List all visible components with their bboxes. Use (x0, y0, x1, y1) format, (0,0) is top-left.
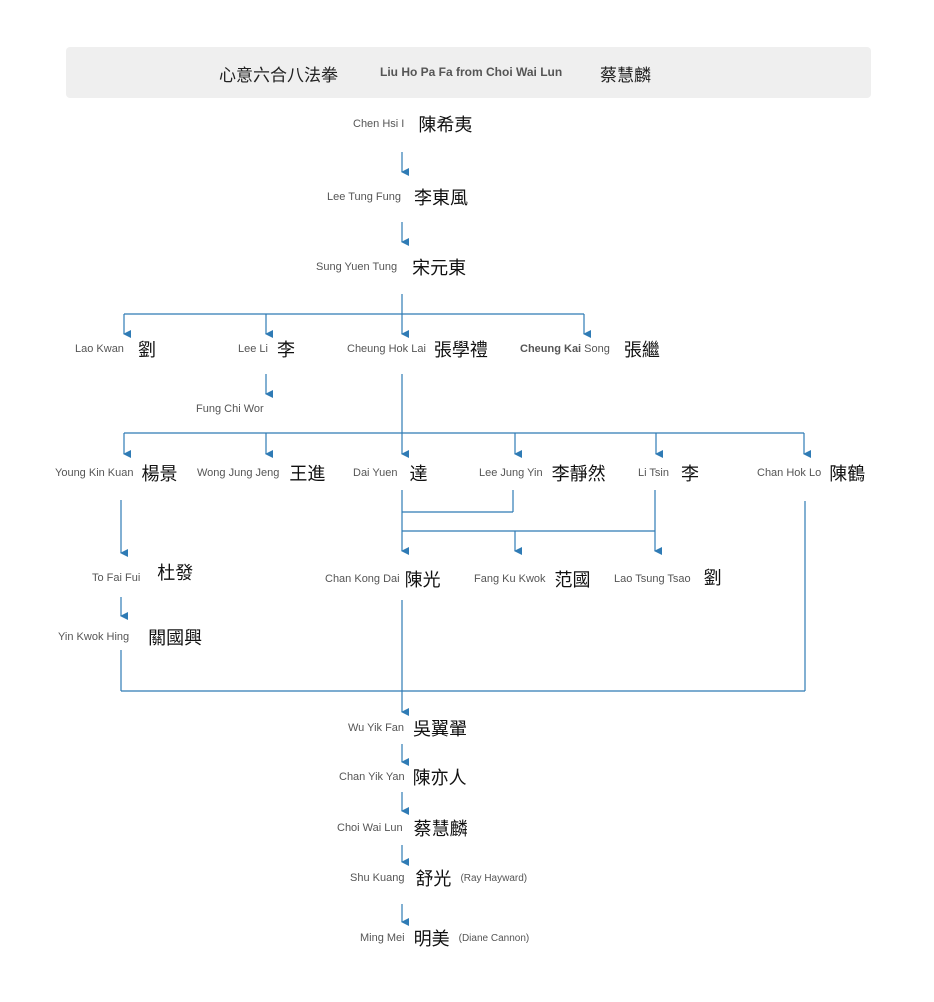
node-name-english: Shu Kuang (350, 872, 405, 884)
node-cheung-kai-song: Cheung Kai Song 張繼 (520, 336, 660, 362)
node-name-chinese: 范國 (554, 570, 591, 591)
node-choi-wai-lun: Choi Wai Lun 蔡慧麟 (337, 815, 468, 841)
node-name-english: Fang Ku Kwok (474, 573, 546, 585)
node-shu-kuang: Shu Kuang 舒光 (Ray Hayward) (350, 865, 527, 891)
node-name-english: Lao Tsung Tsao (614, 573, 691, 585)
node-name-english: Yin Kwok Hing (58, 631, 130, 643)
node-name-english: Young Kin Kuan (55, 467, 134, 479)
node-name-english: Fung Chi Wor (196, 403, 264, 415)
node-name-english: Choi Wai Lun (337, 822, 403, 834)
node-name-english: Lee Jung Yin (479, 467, 543, 479)
node-cheung-hok-lai: Cheung Hok Lai 張學禮 (347, 336, 488, 362)
header-title-chinese: 心意六合八法拳 (219, 66, 338, 86)
node-name-english: Chan Hok Lo (757, 467, 822, 479)
node-wu-yik-fan: Wu Yik Fan 吳翼翬 (348, 715, 467, 741)
header-title-english: Liu Ho Pa Fa from Choi Wai Lun (380, 65, 563, 79)
node-name-english: Sung Yuen Tung (316, 261, 398, 273)
node-name-chinese: 陳鶴 (829, 464, 866, 485)
node-name-chinese: 張學禮 (433, 340, 488, 361)
node-young-kin-kuan: Young Kin Kuan 楊景 (55, 460, 178, 486)
node-name-english: Li Tsin (638, 467, 669, 479)
node-name-english: Lee Tung Fung (327, 191, 402, 203)
diagram-header: 心意六合八法拳 Liu Ho Pa Fa from Choi Wai Lun 蔡… (66, 47, 871, 98)
node-to-fai-fui: To Fai Fui 杜發 (92, 563, 193, 591)
node-name-chinese: 關國興 (148, 628, 203, 649)
node-name-english: Wong Jung Jeng (197, 467, 280, 479)
node-yin-kwok-hing: Yin Kwok Hing 關國興 (58, 624, 202, 650)
node-name-chinese: 李東風 (414, 188, 469, 209)
node-name-chinese: 李 (276, 340, 295, 361)
node-name-english: Cheung Kai Song (520, 343, 610, 355)
node-name-chinese: 陳希夷 (418, 115, 473, 136)
node-chen-hsi-i: Chen Hsi I 陳希夷 (353, 111, 472, 137)
node-name-chinese: 李 (680, 464, 699, 485)
node-name-chinese: 王進 (289, 464, 326, 485)
node-name-english: Ming Mei (360, 932, 405, 944)
node-note: (Ray Hayward) (460, 872, 528, 884)
node-name-english: Chen Hsi I (353, 118, 405, 130)
header-master-name: 蔡慧麟 (600, 66, 651, 86)
node-name-chinese: 楊景 (141, 464, 178, 485)
node-sung-yuen-tung: Sung Yuen Tung 宋元東 (316, 254, 466, 280)
node-lee-jung-yin: Lee Jung Yin 李靜然 (479, 460, 606, 486)
node-name-english: Lao Kwan (75, 343, 124, 355)
node-name-english: Chan Kong Dai (325, 573, 400, 585)
node-fang-ku-kwok: Fang Ku Kwok 范國 (474, 566, 591, 592)
node-name-english: To Fai Fui (92, 572, 141, 584)
node-name-english: Chan Yik Yan (339, 771, 405, 783)
node-name-chinese: 杜發 (157, 563, 194, 584)
node-name-chinese: 劉 (703, 568, 722, 589)
node-dai-yuen: Dai Yuen 達 (353, 460, 427, 486)
node-fung-chi-wor: Fung Chi Wor (196, 396, 264, 422)
node-name-chinese: 吳翼翬 (413, 719, 468, 740)
node-lao-kwan: Lao Kwan 劉 (75, 336, 156, 362)
node-name-english: Wu Yik Fan (348, 722, 405, 734)
node-name-chinese: 舒光 (415, 869, 452, 890)
node-lao-tsung-tsao: Lao Tsung Tsao 劉 (614, 566, 722, 592)
node-name-rest: Song (581, 343, 610, 355)
node-note: (Diane Cannon) (458, 932, 530, 944)
node-name-chinese: 李靜然 (551, 464, 606, 485)
node-name-chinese: 陳光 (404, 570, 441, 591)
node-name-chinese: 劉 (137, 340, 156, 361)
node-name-chinese: 張繼 (623, 340, 660, 361)
node-name-chinese: 蔡慧麟 (413, 819, 468, 840)
node-lee-tung-fung: Lee Tung Fung 李東風 (327, 184, 468, 210)
node-lee-li: Lee Li 李 (238, 336, 295, 362)
node-name-english: Dai Yuen (353, 467, 398, 479)
node-name-chinese: 陳亦人 (412, 768, 467, 789)
node-name-english: Cheung Hok Lai (347, 343, 426, 355)
node-name-bold: Cheung Kai (520, 343, 582, 355)
node-name-english: Lee Li (238, 343, 268, 355)
node-name-chinese: 達 (409, 464, 428, 485)
node-chan-kong-dai: Chan Kong Dai 陳光 (325, 566, 441, 592)
node-chan-hok-lo: Chan Hok Lo 陳鶴 (757, 460, 865, 486)
node-wong-jung-jeng: Wong Jung Jeng 王進 (197, 460, 325, 486)
node-ming-mei: Ming Mei 明美 (Diane Cannon) (360, 925, 529, 951)
node-li-tsin: Li Tsin 李 (638, 460, 699, 486)
node-chan-yik-yan: Chan Yik Yan 陳亦人 (339, 764, 467, 790)
node-name-chinese: 明美 (413, 929, 450, 950)
node-name-chinese: 宋元東 (412, 258, 467, 279)
